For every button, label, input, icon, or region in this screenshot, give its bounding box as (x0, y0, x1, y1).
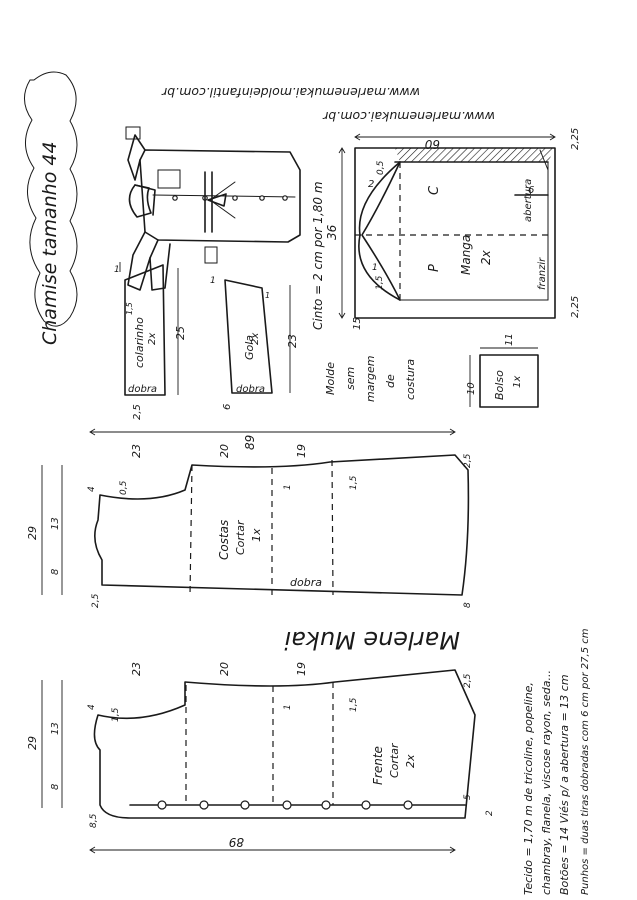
back-width: 29 (26, 526, 39, 540)
front-length: 89 (229, 835, 244, 849)
collar-height: 23 (286, 334, 299, 348)
front-count: 2x (404, 754, 417, 768)
front-name: Frente (371, 746, 385, 785)
front-armhole-2: 1,5 (349, 697, 359, 712)
sleeve-width: 60 (424, 137, 440, 151)
sleeve-cap-top: 2 (368, 179, 374, 190)
collar-fold: dobra (236, 384, 265, 395)
website-2: www.marlenemukai.com.br (322, 109, 495, 124)
collar-pattern: 1 Gola 2x 23 1 dobra 6 (210, 276, 299, 410)
back-name: Costas (217, 520, 231, 560)
collar-stand-fold: dobra (128, 384, 157, 395)
mold-note-3: margem (364, 356, 377, 402)
back-cut: Cortar (234, 519, 247, 555)
back-neck-width: 8 (50, 569, 61, 575)
front-neck-depth: 13 (50, 722, 61, 735)
back-top-section: 23 (130, 444, 143, 458)
note-3: Botões = 14 Viés p/ a abertura = 13 cm (558, 674, 571, 895)
mold-note-4: de (384, 374, 397, 388)
title-text: Chamise tamanho 44 (39, 141, 61, 345)
back-shoulder-drop: 0,5 (119, 480, 129, 495)
pocket-name: Bolso (493, 370, 506, 400)
collar-width: 6 (222, 404, 233, 410)
back-pattern: 89 23 20 19 0,5 1 1,5 29 13 8 4 2,5 2,5 … (26, 428, 473, 608)
back-hem-top: 2,5 (463, 453, 473, 468)
collar-stand-pattern: 1 colarinho 2x 25 1,5 dobra 2,5 (114, 262, 187, 420)
sleeve-height: 36 (325, 224, 339, 240)
front-mid-section: 20 (218, 662, 231, 676)
collar-stand-top: 1 (114, 265, 120, 275)
mold-note-2: sem (344, 367, 357, 390)
collar-side: 1 (265, 291, 270, 300)
front-width: 29 (26, 736, 39, 750)
front-right-section: 19 (295, 662, 308, 676)
website-1: www.marlenemukai.moldeinfantil.com.br (161, 85, 420, 100)
back-hem-bottom: 2,5 (91, 593, 101, 608)
back-shoulder-w: 4 (87, 486, 97, 492)
back-neck-depth: 13 (50, 517, 61, 530)
front-cut: Cortar (388, 742, 401, 778)
back-mid-section: 20 (218, 444, 231, 458)
pocket-height: 11 (504, 333, 515, 346)
sleeve-top-right: 2,25 (570, 128, 581, 150)
front-placket: 8,5 (89, 813, 99, 828)
sleeve-left-bottom: 15 (352, 317, 363, 330)
front-side-drop: 5 (463, 794, 473, 800)
front-shoulder-drop: 1,5 (111, 707, 121, 722)
title-cloud: Chamise tamanho 44 (24, 71, 78, 345)
note-2: chambray, flanela, viscose rayon, seda..… (540, 670, 553, 895)
mold-note-1: Molde (324, 362, 337, 395)
shirt-illustration (125, 126, 301, 291)
back-length: 89 (243, 435, 257, 450)
pocket-width: 10 (466, 382, 477, 395)
collar-count: 2x (250, 333, 261, 345)
collar-name: Gola (243, 335, 256, 360)
back-armhole-2: 1,5 (349, 475, 359, 490)
sleeve-name: Manga (459, 235, 473, 275)
front-armhole-1: 1 (283, 704, 293, 710)
back-armhole-1: 1 (283, 484, 293, 490)
back-side-drop: 8 (463, 602, 473, 608)
sleeve-franzir: franzir (537, 257, 548, 290)
note-4: Punhos = duas tiras dobradas com 6 cm po… (580, 628, 591, 895)
collar-stand-height: 25 (174, 326, 187, 340)
back-fold: dobra (290, 576, 322, 589)
sleeve-cap-low: 1 (372, 263, 378, 273)
collar-stand-name: colarinho (133, 317, 146, 368)
sleeve-abertura-value: 6 (528, 185, 534, 196)
sleeve-cap-bottom: 1,5 (375, 275, 385, 290)
website-block: www.marlenemukai.moldeinfantil.com.br ww… (161, 85, 495, 124)
sleeve-pattern: 60 36 2,25 2,25 2 0,5 1,5 1 15 C P Manga… (325, 128, 581, 330)
collar-top: 1 (210, 276, 216, 286)
front-top-section: 23 (130, 662, 143, 676)
sleeve-count: 2x (479, 249, 493, 265)
back-count: 1x (250, 528, 263, 542)
note-1: Tecido = 1,70 m de tricoline, popeline, (522, 682, 535, 895)
front-hem: 2,5 (463, 673, 473, 688)
pocket-pattern: 11 10 Bolso 1x (466, 333, 539, 408)
signature: Marlene Mukai (284, 626, 460, 654)
sleeve-cap-mid: 0,5 (376, 160, 386, 175)
collar-stand-width: 2,5 (132, 404, 143, 420)
sleeve-bottom-right: 2,25 (570, 296, 581, 318)
collar-stand-count: 2x (147, 333, 158, 345)
front-hem-side: 2 (485, 810, 495, 816)
front-shoulder-w: 4 (87, 704, 97, 710)
sleeve-abertura-label: abertura (523, 179, 534, 222)
pocket-count: 1x (512, 376, 523, 388)
front-neck-width: 8 (50, 784, 61, 790)
sleeve-label-p: P (427, 264, 442, 272)
belt-note: Cinto = 2 cm por 1,80 m (311, 181, 325, 330)
back-right-section: 19 (295, 444, 308, 458)
mold-note: Molde sem margem de costura (324, 356, 417, 402)
fabric-notes: Tecido = 1,70 m de tricoline, popeline, … (522, 628, 591, 895)
mold-note-5: costura (404, 359, 417, 400)
front-pattern: 89 23 20 19 1,5 1 1,5 29 13 8 4 8,5 2,5 … (26, 662, 495, 854)
sleeve-label-c: C (427, 185, 442, 195)
collar-stand-side: 1,5 (125, 302, 134, 315)
